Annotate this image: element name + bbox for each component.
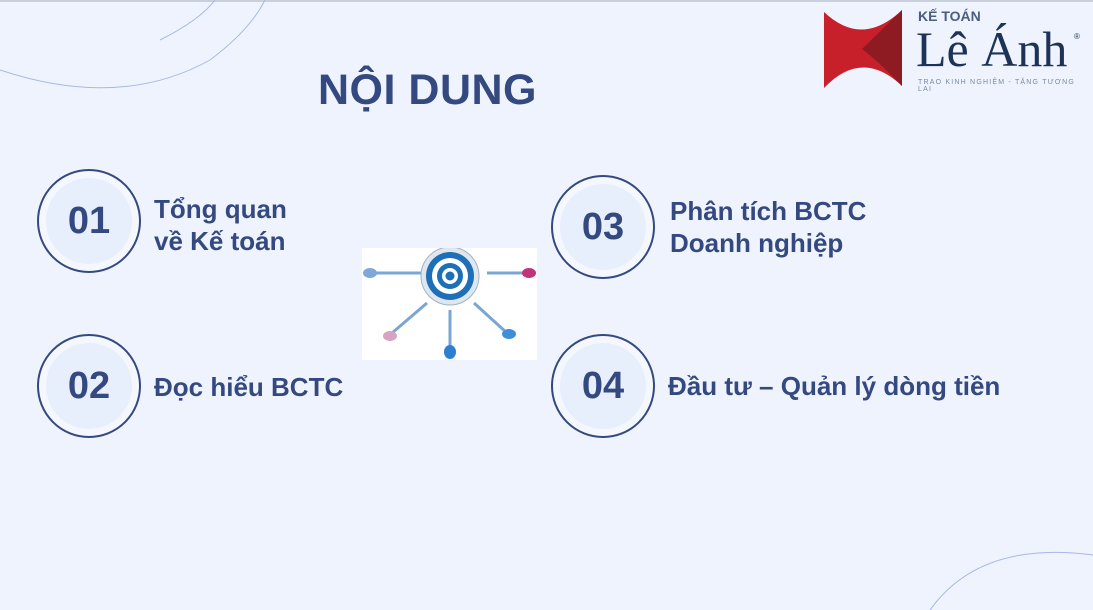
page-title: NỘI DUNG xyxy=(318,66,537,114)
item-01-badge: 01 xyxy=(37,169,141,273)
logo-registered: ® xyxy=(1074,32,1080,41)
item-number: 03 xyxy=(560,184,646,270)
label-line: Tổng quan xyxy=(154,194,287,224)
label-line: Đọc hiểu BCTC xyxy=(154,372,344,402)
item-04-label[interactable]: Đầu tư – Quản lý dòng tiền xyxy=(668,370,1000,402)
target-darts-image xyxy=(362,246,537,360)
label-line: về Kế toán xyxy=(154,226,286,256)
logo-tagline: TRAO KINH NGHIỆM - TẶNG TƯƠNG LAI xyxy=(918,79,1075,93)
brand-logo: KẾ TOÁN Lê Ánh ® TRAO KINH NGHIỆM - TẶNG… xyxy=(822,8,1087,93)
logo-top-text: KẾ TOÁN xyxy=(918,8,981,24)
label-line: Doanh nghiệp xyxy=(670,228,844,258)
item-number: 01 xyxy=(46,178,132,264)
logo-name: Lê Ánh xyxy=(916,21,1068,77)
item-02-label[interactable]: Đọc hiểu BCTC xyxy=(154,371,343,403)
label-line: Đầu tư – Quản lý dòng tiền xyxy=(668,371,1001,401)
label-line: Phân tích BCTC xyxy=(670,196,867,226)
item-number: 04 xyxy=(560,343,646,429)
item-03-badge: 03 xyxy=(551,175,655,279)
top-border xyxy=(0,0,1093,2)
item-04-badge: 04 xyxy=(551,334,655,438)
item-02-badge: 02 xyxy=(37,334,141,438)
item-number: 02 xyxy=(46,343,132,429)
logo-mark-icon xyxy=(824,10,902,88)
